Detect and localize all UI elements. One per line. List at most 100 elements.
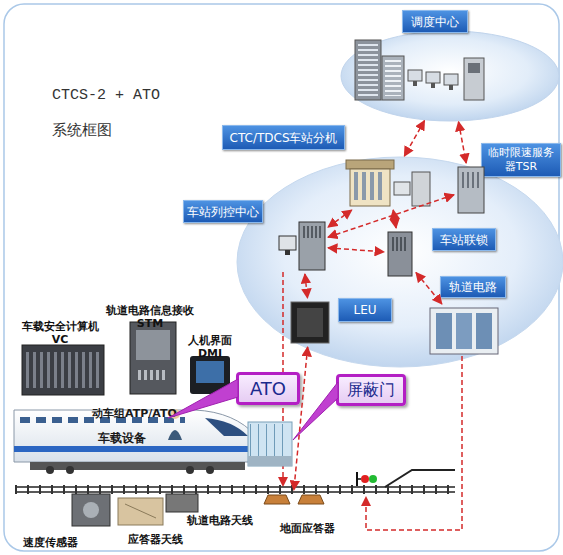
tcc-equipment [279,222,325,270]
tcc-equipment [279,236,296,250]
station-ellipse [237,157,563,367]
dispatch-buildings [464,58,484,100]
dispatch-buildings [431,83,435,88]
platform-door-photo [248,456,292,466]
equipment-node: 动车组ATP/ATO 车载设备 [12,395,262,467]
dispatch-buildings [355,40,381,100]
equipment-node: 轨道电路 [428,306,500,356]
dashed-link [328,248,384,252]
speed-sensor-photo [83,502,99,518]
track-circuit-cabinet [430,308,498,354]
dispatch-buildings [426,72,440,83]
balise-symbol [264,495,290,504]
signal-symbol [357,478,361,480]
track [15,491,455,493]
signal-symbol [357,472,377,486]
train-illustration [205,418,248,436]
callout-pointer [168,379,338,440]
stm-photo [136,330,170,360]
dmi-photo [190,356,230,394]
stm-photo [130,322,176,394]
train-illustration [66,466,74,474]
leu-device [297,308,323,337]
tsr-server [458,167,484,213]
ctc-equipment [346,160,394,169]
callout-box: 屏蔽门 [336,374,406,406]
equipment-node: 临时限速服务器TSR [456,165,486,213]
dispatch-buildings [444,74,458,85]
node-text: ATO [239,375,297,402]
vc-photo [22,345,104,395]
platform-door-photo [248,422,292,466]
dispatch-buildings [408,70,422,81]
track [15,485,455,494]
dashed-link [459,122,467,163]
track-circuit-cabinet [430,308,498,354]
track [15,486,455,488]
dashed-link [294,347,308,490]
track [15,470,455,492]
dispatch-buildings [385,60,401,96]
dashed-link [328,195,454,237]
balise-symbol [298,495,324,504]
ctc-equipment [354,172,386,200]
tsr-server [462,172,480,188]
equipment-node: 地面应答器 [262,492,324,506]
dispatch-buildings [358,44,378,96]
equipment-node: CTC/TDCS车站分机 [345,158,433,208]
dispatch-buildings [468,63,480,73]
tcc-equipment [303,226,321,238]
node-text: 动车组ATP/ATO [92,407,202,423]
stm-photo [138,370,168,380]
callout-box: ATO [236,372,300,405]
dispatch-buildings [413,81,417,86]
platform-door-photo [248,422,292,466]
node-label: 调度中心 [402,10,468,33]
tcc-equipment [285,250,290,255]
track-antenna-photo [166,494,198,512]
train-illustration [206,466,214,474]
tsr-server [458,167,484,213]
equipment-node: 调度中心 [340,30,560,122]
balise-antenna-photo [125,504,156,518]
train-illustration [186,466,194,474]
dashed-link [393,210,396,228]
node-text: 地面应答器 [280,522,350,538]
interlocking-server [392,237,408,251]
stm-photo [130,322,176,394]
train-illustration [168,430,182,440]
dashed-link [416,273,442,305]
train-illustration [14,446,257,452]
node-label: 轨道电路 [440,276,506,298]
track-circuit-cabinet [476,313,492,349]
balise-antenna-photo [118,498,163,525]
track-antenna-photo [166,494,198,512]
dispatch-buildings [382,56,404,100]
ctc-equipment [346,160,430,206]
signal-symbol [361,475,369,483]
node-label: 临时限速服务器TSR [481,143,561,177]
dashed-link [305,274,308,298]
vc-photo [22,345,104,395]
node-text: 车载设备 [98,431,178,447]
ellipse-outline [341,31,559,121]
signal-symbol [369,475,377,483]
ctc-equipment [394,182,410,195]
track-circuit-cabinet [436,313,452,349]
tcc-equipment [299,222,325,270]
node-label: 车站列控中心 [183,200,263,223]
callout-pointer [168,379,238,418]
speed-sensor-photo [72,494,110,526]
ellipse-outline [340,30,560,122]
vc-photo [26,352,100,388]
node-label: CTC/TDCS车站分机 [222,125,345,150]
balise-antenna-photo [118,498,163,525]
dashed-link [328,210,352,227]
leu-device [291,302,329,343]
ctc-equipment [412,172,430,206]
dispatch-buildings [449,85,453,90]
leu-device [291,302,329,343]
interlocking-server [388,232,412,276]
